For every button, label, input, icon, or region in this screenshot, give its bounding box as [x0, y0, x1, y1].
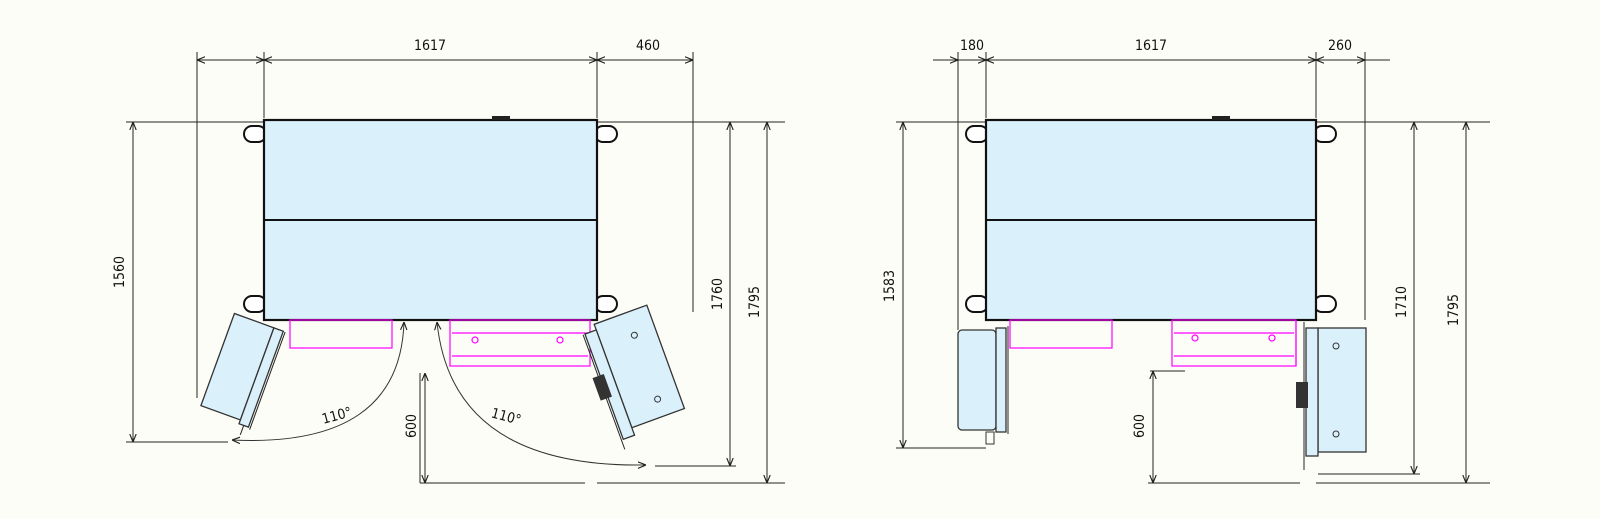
door-swing-arc-right — [437, 322, 646, 465]
dim-label-door-clearance: 600 — [404, 414, 420, 438]
left-open-door — [200, 312, 286, 435]
dim-label-door-clearance: 600 — [1132, 414, 1148, 438]
dim-label-height-right: 1795 — [747, 286, 763, 318]
top-tab — [492, 116, 510, 120]
top-tab — [1212, 116, 1230, 120]
lifting-handles — [965, 125, 1337, 313]
right-open-door — [1296, 322, 1367, 470]
angle-label-right: 110° — [489, 405, 522, 428]
dim-label-height-mid: 1710 — [1394, 286, 1410, 318]
angle-label-left: 110° — [320, 404, 353, 427]
dim-label-width: 1617 — [414, 38, 446, 54]
left-open-door — [957, 326, 1009, 445]
door-outlines — [1009, 319, 1297, 367]
dim-label-height-mid: 1760 — [710, 278, 726, 310]
dim-label-height-left: 1560 — [112, 256, 128, 288]
dim-label-right-offset: 460 — [636, 38, 660, 54]
dim-label-width: 1617 — [1135, 38, 1167, 54]
dim-label-left-offset: 180 — [960, 38, 984, 54]
door-swing-arc-left — [232, 322, 404, 440]
dim-label-height-left: 1583 — [882, 270, 898, 302]
right-open-door — [582, 304, 686, 450]
left-view: 1617 460 1560 1760 1795 600 — [112, 38, 785, 484]
dim-label-height-right: 1795 — [1446, 294, 1462, 326]
dim-label-right-offset: 260 — [1328, 38, 1352, 54]
right-view: 180 1617 260 1583 1710 1795 600 — [882, 38, 1490, 484]
